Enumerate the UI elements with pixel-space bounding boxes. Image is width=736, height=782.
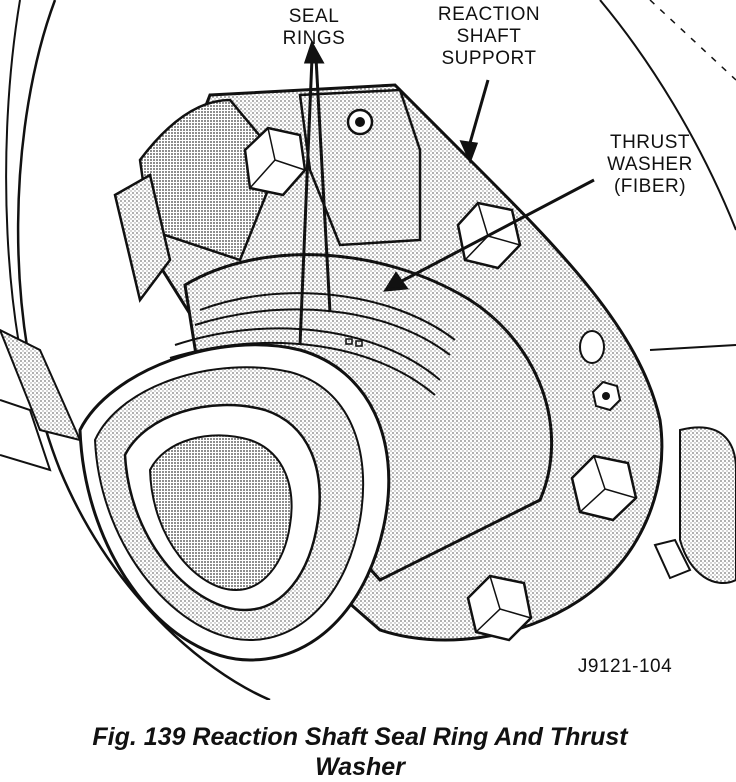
label-tw-line1: THRUST xyxy=(609,132,691,153)
label-seal-rings-line1: SEAL xyxy=(288,6,340,27)
label-tw-line2: WASHER xyxy=(607,154,693,175)
label-tw-line3: (FIBER) xyxy=(613,176,687,197)
housing-background xyxy=(0,0,736,700)
figure-caption: Fig. 139 Reaction Shaft Seal Ring And Th… xyxy=(40,722,680,782)
caption-line1: Fig. 139 Reaction Shaft Seal Ring And Th… xyxy=(92,723,628,751)
label-rss-line3: SUPPORT xyxy=(441,48,537,69)
label-thrust-washer: THRUST WASHER (FIBER) xyxy=(598,132,702,198)
leader-lines xyxy=(298,40,595,346)
label-seal-rings: SEAL RINGS xyxy=(274,6,354,50)
label-rss-line2: SHAFT xyxy=(456,26,522,47)
label-seal-rings-line2: RINGS xyxy=(282,28,346,49)
bolt-top-left xyxy=(243,126,307,197)
figure-code: J9121-104 xyxy=(577,656,673,677)
diagram-canvas xyxy=(0,0,736,700)
bolt-bottom xyxy=(466,574,533,642)
label-rss-line1: REACTION xyxy=(437,4,541,25)
shaft-bore xyxy=(78,343,391,662)
label-reaction-shaft-support: REACTION SHAFT SUPPORT xyxy=(425,4,553,70)
nut-small xyxy=(591,380,622,412)
caption-line2: Washer xyxy=(315,753,405,781)
bolt-right-lower xyxy=(570,454,638,522)
